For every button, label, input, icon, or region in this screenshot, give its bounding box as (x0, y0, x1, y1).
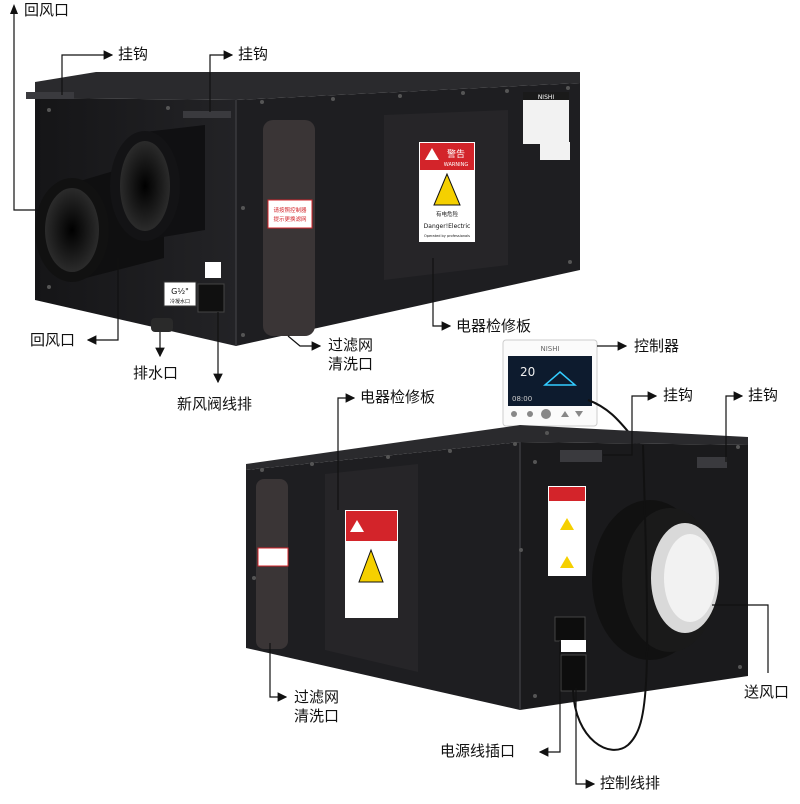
filter-reminder-line2: 提示更换滤网 (273, 215, 307, 223)
hook-bracket-4 (697, 457, 727, 468)
label-drain-outlet: 排水口 (133, 364, 179, 382)
top-unit: 请按照控制器 提示更换滤网 警告 WARNING 有电危险 Danger!Ele… (26, 72, 580, 346)
callout-return-air-top (13, 12, 38, 211)
bottom-unit-lid (246, 425, 748, 470)
bottom-unit (246, 425, 748, 751)
nameplate (523, 92, 569, 144)
callout-hook-3 (603, 391, 658, 456)
operated-by: Operated by professionals (424, 234, 470, 238)
danger-cn: 有电危险 (436, 210, 459, 218)
filter-reminder-line1: 请按照控制器 (273, 206, 307, 214)
callout-filter-port-bottom (269, 643, 288, 702)
supply-air-outlet-duct (592, 500, 719, 660)
label-supply-air-outlet: 送风口 (744, 683, 790, 701)
callout-hook-1 (61, 50, 114, 95)
label-power-socket: 电源线插口 (440, 742, 516, 760)
label-return-air-top: 回风口 (24, 1, 70, 19)
callout-power-socket (538, 641, 561, 757)
label-fresh-air-valve-terminal: 新风阀线排 (177, 395, 253, 413)
label-control-terminal: 控制线排 (600, 774, 661, 792)
small-sticker (540, 142, 570, 160)
drain-pipe (151, 318, 173, 332)
label-filter-port-bottom-line2: 清洗口 (294, 707, 340, 725)
bottom-unit-screws (252, 431, 742, 698)
danger-en: Danger!Electric (424, 223, 471, 230)
label-return-air-bottom: 回风口 (30, 331, 76, 349)
callout-supply-air (712, 604, 769, 673)
callout-hook-4 (725, 391, 744, 462)
label-electrical-panel-bottom: 电器检修板 (360, 388, 436, 406)
label-controller: 控制器 (634, 337, 680, 355)
control-terminal-block (560, 654, 587, 692)
warning-label-cn: 警告 (447, 148, 465, 160)
hook-bracket-2 (183, 111, 231, 118)
power-socket (554, 616, 586, 642)
fresh-air-valve-terminal-block (197, 283, 225, 313)
controller-temp: 20 (520, 365, 535, 379)
controller-device: NISHI 20 08:00 (502, 339, 641, 446)
label-electrical-panel-top: 电器检修板 (456, 317, 532, 335)
callout-electrical-panel-top (432, 258, 452, 331)
terminal-tag (205, 262, 221, 278)
top-unit-lid (35, 72, 580, 100)
nameplate-brand: NISHI (538, 94, 555, 101)
warning-label-en: WARNING (444, 162, 469, 168)
control-cable-loop (572, 444, 649, 751)
drain-size: G½" (171, 287, 189, 296)
label-filter-port-bottom-line1: 过滤网 (294, 688, 340, 706)
label-hook-4: 挂钩 (748, 386, 779, 404)
hook-bracket-3 (560, 450, 602, 462)
top-unit-screws (47, 86, 572, 337)
label-hook-1: 挂钩 (118, 45, 149, 63)
callout-hook-2 (209, 50, 234, 112)
label-filter-port-top: 过滤网 清洗口 (328, 336, 373, 374)
drain-tag (163, 281, 197, 307)
drain-tag-text: 冷凝水口 (170, 298, 190, 305)
callout-electrical-panel-bottom (337, 393, 356, 510)
warning-label-top: 警告 WARNING 有电危险 Danger!Electric Operated… (419, 142, 475, 242)
controller-time: 08:00 (512, 395, 532, 403)
callout-control-terminal (575, 688, 596, 789)
label-hook-2: 挂钩 (238, 45, 269, 63)
callout-filter-port-top (287, 335, 322, 351)
controller-buttons (511, 409, 583, 419)
callout-lines (13, 12, 769, 789)
return-air-ducts (35, 125, 205, 282)
filter-reminder-sticker-small (257, 547, 289, 567)
label-hook-3: 挂钩 (663, 386, 694, 404)
callout-return-air-top-arrowhead (10, 4, 18, 14)
controller-brand: NISHI (540, 345, 559, 353)
callout-return-air-bottom (86, 258, 119, 345)
label-filter-port-top-line1: 过滤网 (328, 336, 374, 354)
hook-bracket-1 (26, 92, 74, 99)
label-filter-port-bottom: 过滤网 清洗口 (294, 688, 339, 726)
warning-label-bottom (345, 510, 398, 618)
label-filter-port-top-line2: 清洗口 (328, 355, 374, 373)
filter-reminder-sticker (267, 199, 313, 229)
